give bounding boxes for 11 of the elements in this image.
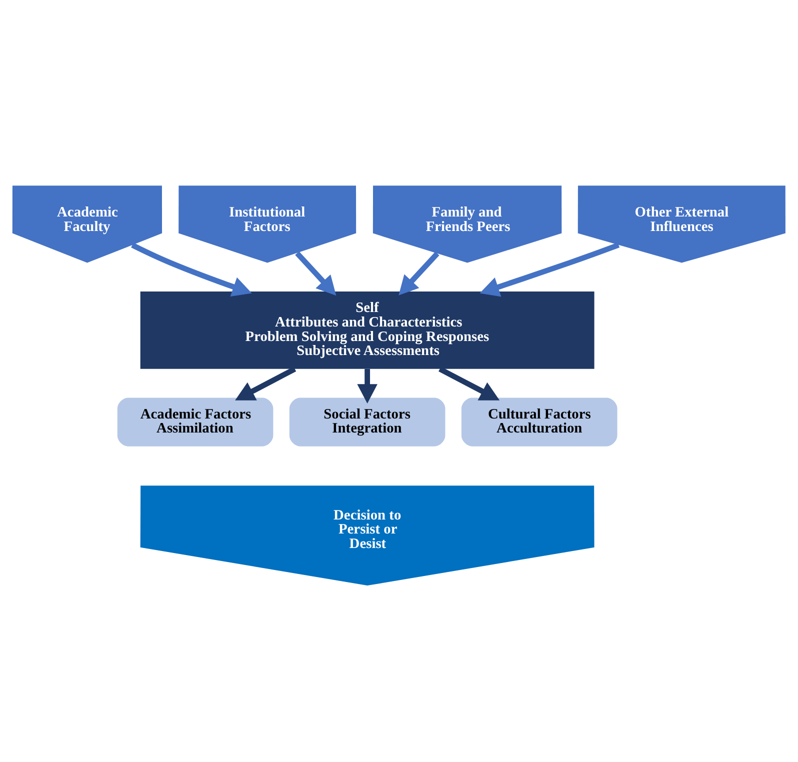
node-box: Academic Factors Assimilation bbox=[117, 397, 274, 446]
arrow bbox=[398, 251, 440, 295]
node-box: Social Factors Integration bbox=[289, 397, 446, 446]
arrow bbox=[438, 366, 500, 400]
arrow bbox=[295, 250, 336, 296]
arrow bbox=[357, 368, 378, 403]
arrow bbox=[480, 242, 620, 296]
node-box: Self Attributes and Characteristics Problem Solving and Coping Responses Subjective Assessments bbox=[140, 290, 594, 368]
arrow bbox=[235, 366, 296, 400]
node-box: Cultural Factors Acculturation bbox=[461, 397, 618, 446]
arrow bbox=[131, 242, 252, 296]
